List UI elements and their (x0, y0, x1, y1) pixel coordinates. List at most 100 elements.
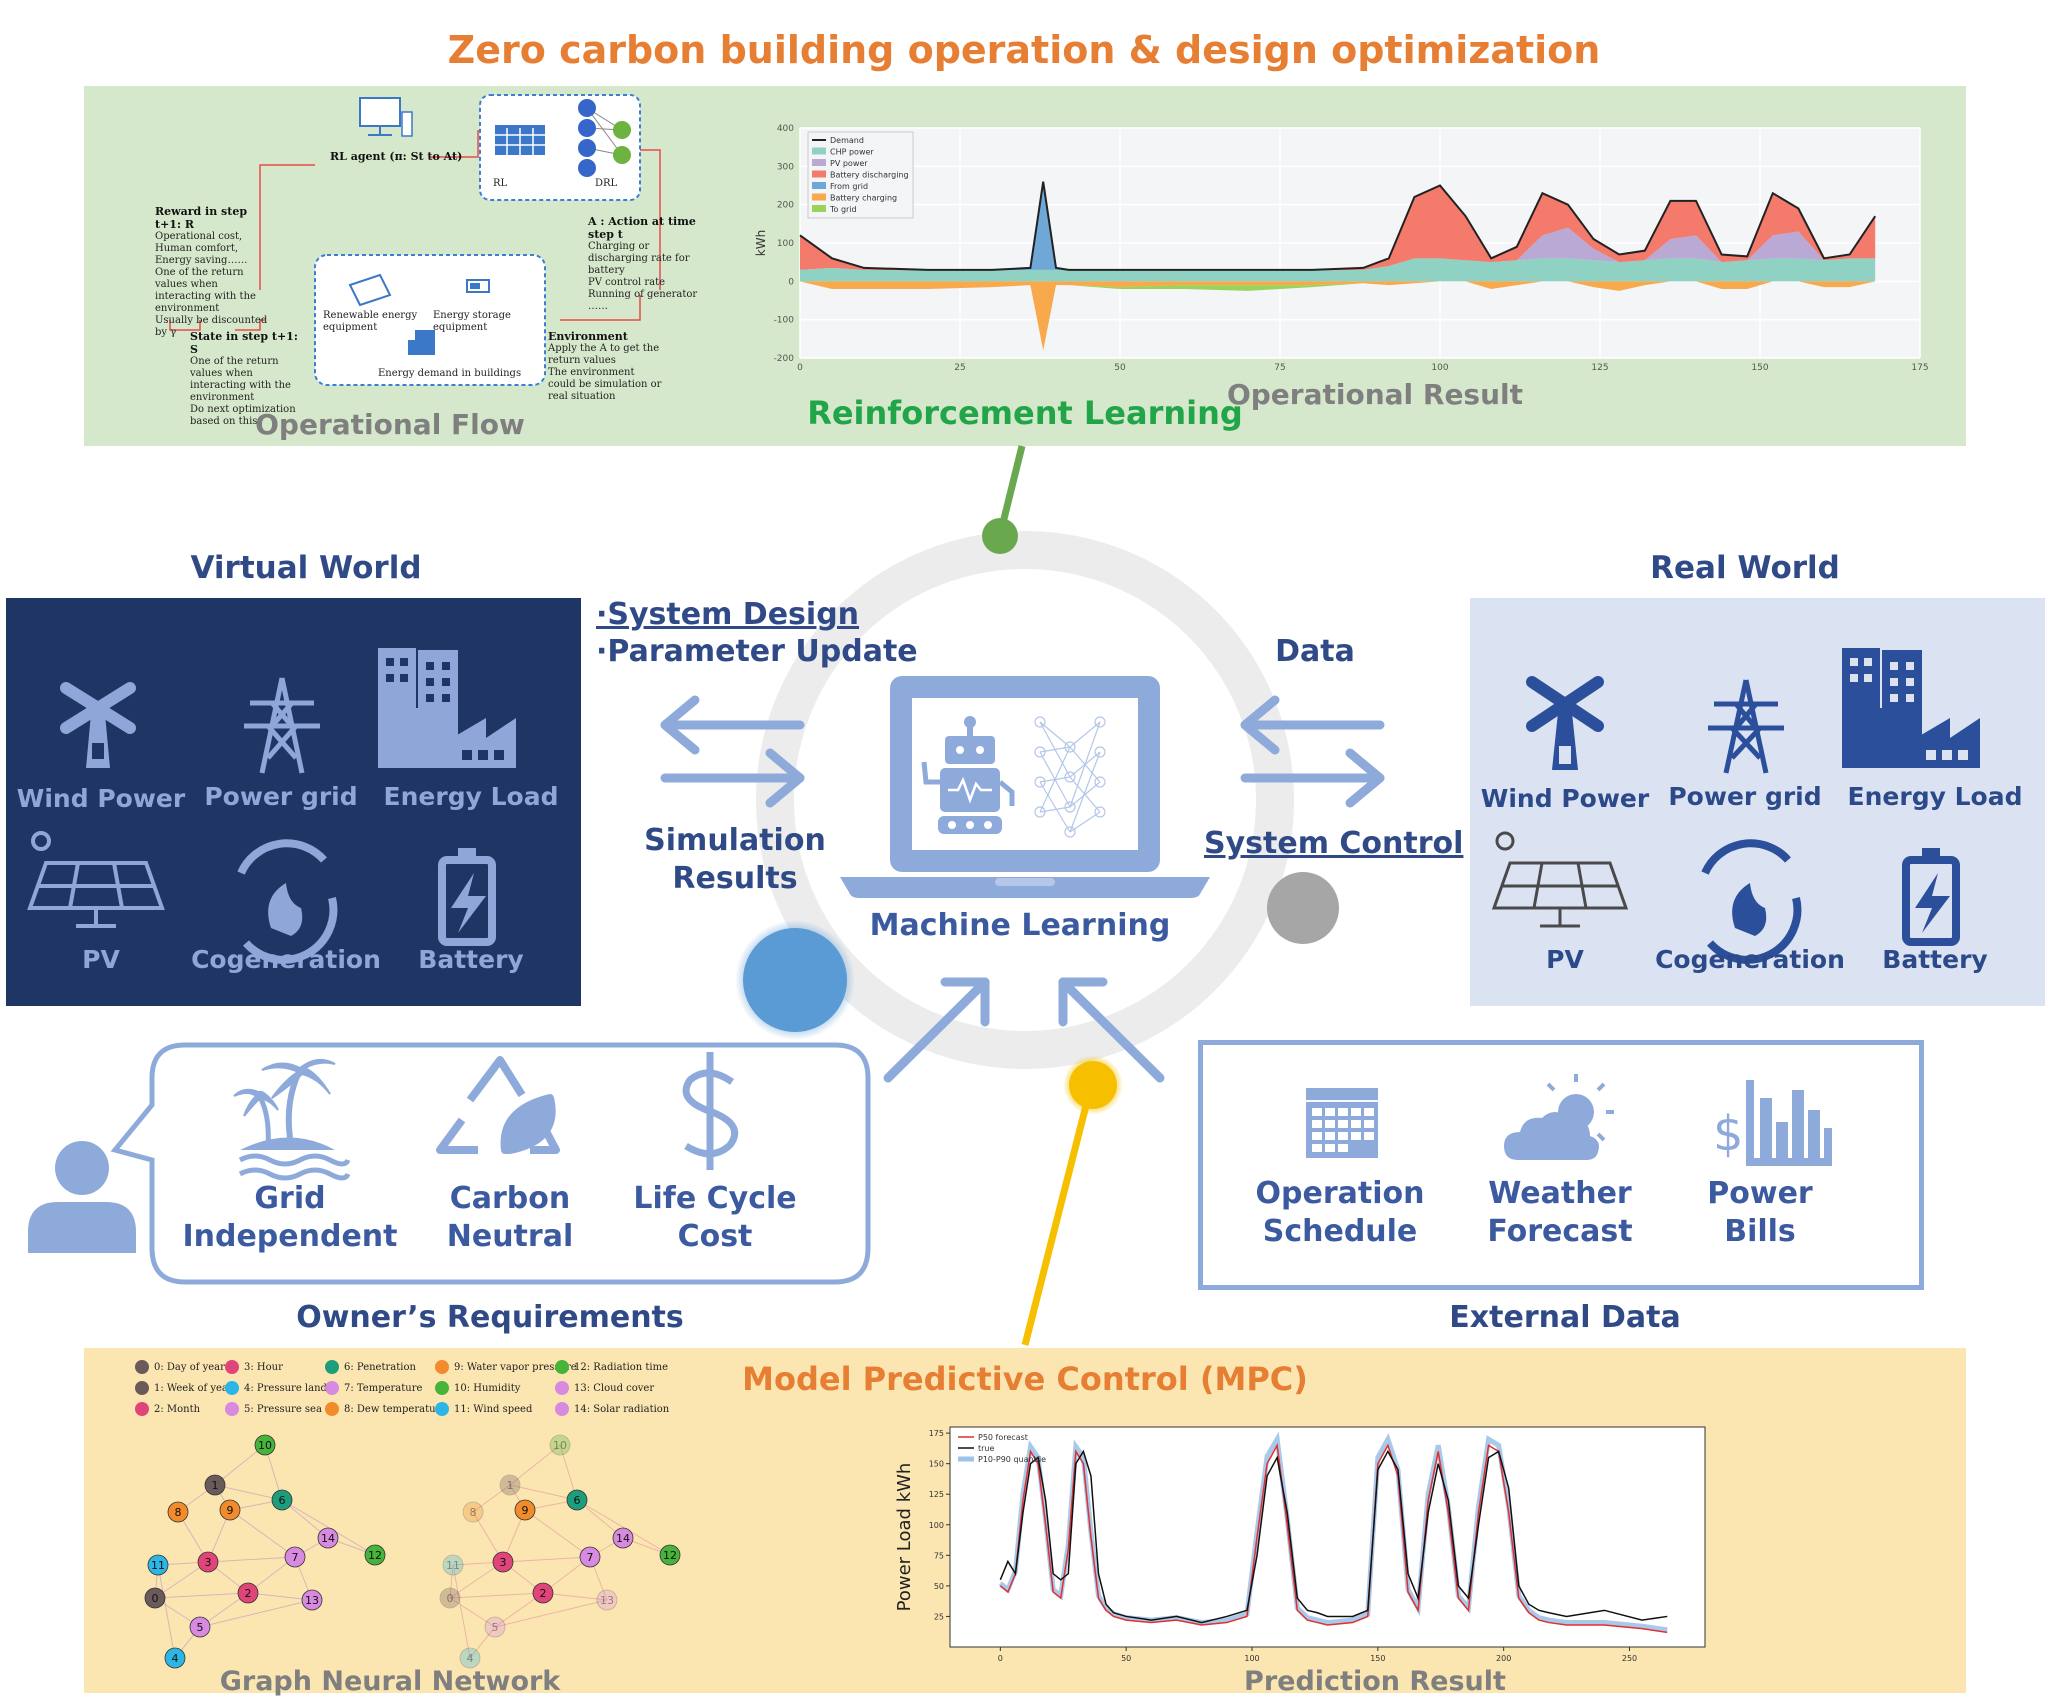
action-block: A : Action at time step t Charging or di… (588, 215, 698, 312)
rw-battery-label: Battery (1882, 945, 1988, 974)
system-design-link[interactable]: ·System Design (596, 597, 860, 632)
legend-label: 6: Penetration (344, 1361, 416, 1373)
graph-edge (214, 1484, 283, 1501)
graph-edge (542, 1592, 608, 1601)
left-arrow-icon (660, 695, 805, 755)
power-bills-icon: $ (1713, 1080, 1832, 1166)
graph-node-label: 12 (663, 1549, 677, 1562)
power-grid-icon (1708, 679, 1784, 774)
real-world-title: Real World (1650, 550, 1840, 586)
system-control-link[interactable]: System Control (1204, 826, 1464, 861)
weather-icon (1504, 1074, 1614, 1160)
battery-icon (1902, 848, 1960, 946)
graph-node-label: 2 (540, 1587, 547, 1600)
gnn-caption: Graph Neural Network (219, 1666, 561, 1697)
legend-swatch (812, 147, 826, 155)
y-tick-label: 175 (929, 1429, 944, 1438)
graph-node (579, 1546, 601, 1568)
vw-power-grid-label: Power grid (204, 782, 358, 811)
pv-power-area (800, 227, 1876, 271)
graph-node-label: 6 (574, 1494, 581, 1507)
graph-edge (509, 1444, 561, 1486)
y-axis-label: Power Load kWh (894, 1463, 915, 1612)
graph-node-label: 11 (446, 1559, 460, 1572)
graph-node-label: 9 (522, 1504, 529, 1517)
robot-icon (921, 716, 1015, 834)
y-tick-label: 50 (934, 1582, 944, 1591)
graph-edge (449, 1564, 454, 1599)
environment-block: Environment Apply the A to get the retur… (548, 330, 662, 402)
graph-node (549, 1434, 571, 1456)
x-tick-label: 175 (1911, 363, 1928, 373)
y-tick-label: 150 (929, 1460, 944, 1469)
legend-label: 0: Day of year (154, 1361, 225, 1373)
y-tick-label: 25 (934, 1612, 944, 1621)
x-tick-label: 100 (1431, 363, 1448, 373)
solar-panel-icon (348, 273, 392, 307)
graph-node-label: 7 (292, 1551, 299, 1564)
up-arrow-icon (1058, 977, 1165, 1083)
x-tick-label: 25 (954, 363, 965, 373)
legend-swatch (812, 205, 826, 212)
graph-node-label: 10 (553, 1439, 567, 1452)
power-grid-icon (244, 677, 320, 774)
gnn-legend-item: 11: Wind speed (435, 1402, 532, 1416)
x-tick-label: 100 (1244, 1654, 1259, 1663)
vw-pv-label: PV (82, 945, 120, 974)
legend-label: P50 forecast (978, 1433, 1028, 1442)
legend-dot (135, 1381, 149, 1395)
graph-node (439, 1587, 461, 1609)
reinforcement-learning-label: Reinforcement Learning (807, 394, 1243, 432)
battery-discharging-area (800, 185, 1876, 271)
chp-power-area (800, 258, 1876, 282)
legend-label: 12: Radiation time (574, 1361, 669, 1373)
graph-node (462, 1501, 484, 1523)
vw-battery-label: Battery (418, 945, 524, 974)
graph-node-label: 14 (616, 1532, 630, 1545)
legend-label: From grid (830, 182, 868, 191)
y-tick-label: 75 (934, 1551, 944, 1560)
graph-node (167, 1501, 189, 1523)
gnn-legend-item: 10: Humidity (435, 1381, 520, 1395)
graph-node-label: 5 (197, 1621, 204, 1634)
x-tick-label: 50 (1114, 363, 1126, 373)
vw-wind-power-label: Wind Power (16, 784, 186, 813)
data-label: Data (1275, 634, 1355, 669)
rl-label: RL (493, 178, 508, 189)
graph-node-label: 10 (258, 1439, 272, 1452)
legend-label: 1: Week of year (154, 1382, 233, 1394)
legend-label: 2: Month (154, 1403, 201, 1415)
legend-label: 4: Pressure land (244, 1382, 327, 1394)
y-tick-label: 0 (788, 277, 794, 287)
owner-requirements-caption: Owner’s Requirements (296, 1300, 684, 1335)
graph-node (659, 1544, 681, 1566)
graph-node (271, 1489, 293, 1511)
recycle-leaf-icon (436, 1056, 560, 1154)
graph-node (532, 1582, 554, 1604)
y-tick-label: -200 (774, 354, 795, 364)
gnn-legend-item: 7: Temperature (325, 1381, 422, 1395)
graph-node-label: 14 (321, 1532, 335, 1545)
legend-label: CHP power (830, 148, 874, 157)
graph-edge (494, 1599, 608, 1628)
graph-edge (199, 1599, 313, 1628)
graph-node-label: 4 (172, 1652, 179, 1665)
energy-load-icon (378, 648, 516, 768)
graph-edge (576, 1499, 671, 1556)
graph-node (147, 1554, 169, 1576)
graph-edge (449, 1592, 544, 1599)
graph-node-label: 13 (600, 1594, 614, 1607)
legend-dot (325, 1402, 339, 1416)
graph-node (459, 1647, 481, 1669)
y-tick-label: 400 (777, 124, 794, 134)
rw-power-grid-label: Power grid (1668, 782, 1822, 811)
y-tick-label: 200 (777, 201, 794, 211)
y-axis-label: kWh (754, 230, 768, 256)
